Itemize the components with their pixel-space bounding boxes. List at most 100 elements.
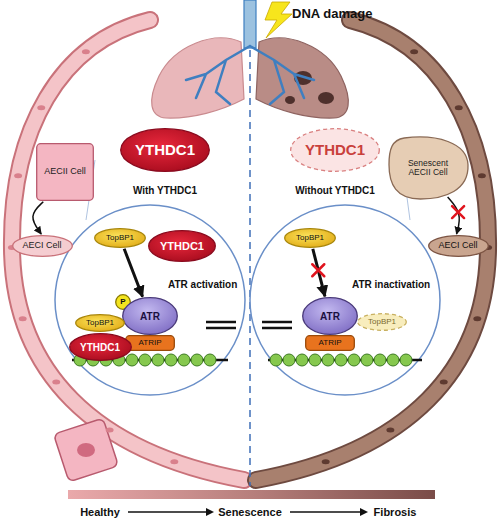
state-label: ATR inactivation (352, 279, 430, 290)
absent-protein-ellipse: YTHDC1 (290, 128, 380, 172)
nucleosome-bead (204, 354, 216, 366)
node-text: Senescent AECII Cell (401, 159, 455, 178)
protein-ellipse: YTHDC1 (69, 333, 132, 361)
node-text: AECII Cell (44, 167, 86, 177)
progress-bar (128, 511, 210, 513)
cell-nucleus (14, 173, 22, 178)
alveolus-healthy (77, 443, 95, 457)
block-cross (452, 206, 464, 218)
arrow-connector (33, 202, 43, 234)
cell-nucleus (478, 173, 486, 178)
aeci-cell: AECI Cell (12, 235, 73, 257)
node-text: AECI Cell (22, 241, 61, 251)
node-text: ATR (140, 311, 160, 322)
node-text: TopBP1 (86, 319, 114, 328)
alveolus-healthy (12, 20, 244, 480)
protein-ellipse-shape (285, 229, 336, 248)
protein-ellipse-shape (121, 129, 210, 172)
node-text: YTHDC1 (80, 342, 120, 353)
nucleosome-bead (335, 354, 347, 366)
node-text: TopBP1 (368, 318, 396, 327)
nucleosome-bead (309, 354, 321, 366)
cell-nucleus (52, 380, 60, 385)
nucleosome-bead (270, 354, 282, 366)
alveolus-healthy (12, 20, 244, 480)
zoom-circles (250, 205, 440, 395)
node-text: ATR (320, 311, 340, 322)
aeci-cell-shape (12, 236, 72, 257)
absent-protein-ellipse: TopBP1 (357, 313, 407, 331)
node-text: AECI Cell (438, 241, 477, 251)
senescent-cell: Senescent AECII Cell (388, 136, 469, 200)
protein-ellipse: TopBP1 (75, 314, 125, 332)
dna-strand (262, 321, 292, 324)
cell-nucleus (386, 428, 394, 433)
nucleosome-beads (74, 354, 412, 366)
cell-nucleus (322, 459, 330, 464)
nucleosome-bead (348, 354, 360, 366)
progress-bar (290, 511, 364, 513)
condition-label: With YTHDC1 (133, 185, 197, 196)
zoom-circles (55, 205, 245, 395)
event-label: DNA damage (292, 7, 372, 21)
kinase-ellipse-shape (123, 298, 178, 335)
zoom-circles (55, 160, 440, 395)
lungs (256, 38, 348, 118)
cell-nucleus (455, 105, 463, 110)
cell-nucleus (82, 49, 90, 54)
nucleosome-bead (296, 354, 308, 366)
alveolus-healthy (12, 20, 244, 482)
protein-box: ATRIP (305, 335, 355, 351)
protein-ellipse-shape (95, 229, 146, 248)
lungs (152, 38, 244, 118)
protein-ellipse: TopBP1 (284, 228, 336, 248)
node-text: ATRIP (139, 339, 162, 348)
nucleosome-bead (152, 354, 164, 366)
progress-bar (206, 508, 214, 516)
nucleosome-bead (191, 354, 203, 366)
cell-nucleus (410, 49, 418, 54)
node-text: YTHDC1 (305, 142, 365, 159)
protein-box-shape (306, 336, 355, 351)
condition-label: Without YTHDC1 (295, 185, 375, 196)
nucleosome-bead (374, 354, 386, 366)
nucleosome-bead (178, 354, 190, 366)
dna-strand (206, 327, 236, 330)
lungs (244, 0, 256, 48)
kinase-ellipse-shape (303, 298, 358, 335)
nucleosome-bead (322, 354, 334, 366)
block-cross (312, 264, 324, 276)
cell-nucleus (440, 380, 448, 385)
aeci-cell-shape (428, 236, 488, 257)
protein-ellipse-shape (69, 334, 131, 361)
nucleosome-bead (400, 354, 412, 366)
cell-nucleus (473, 316, 481, 321)
kinase-ellipse: ATR (122, 297, 178, 335)
progress-bar (68, 490, 435, 499)
node-text: TopBP1 (296, 234, 324, 243)
nucleosome-bead (387, 354, 399, 366)
cell-nucleus (19, 316, 27, 321)
dna-strand (262, 327, 292, 330)
absent-protein-ellipse-shape (291, 129, 380, 172)
lightning-bolt (265, 2, 292, 38)
senescent-cell-shape (389, 137, 468, 199)
lungs (285, 96, 295, 104)
divider-line (249, 50, 251, 486)
protein-box-shape (126, 336, 175, 351)
stage-label: Healthy (80, 506, 120, 518)
cell-nucleus (37, 105, 45, 110)
nucleosome-bead (361, 354, 373, 366)
aecii-cell-shape (37, 144, 94, 201)
node-text: YTHDC1 (160, 240, 204, 252)
absent-protein-ellipse-shape (358, 314, 407, 331)
kinase-ellipse: ATR (302, 297, 358, 335)
nucleosome-bead (165, 354, 177, 366)
arrow-connector (313, 249, 325, 296)
aeci-cell: AECI Cell (428, 235, 489, 257)
alveolus-healthy (54, 418, 119, 482)
